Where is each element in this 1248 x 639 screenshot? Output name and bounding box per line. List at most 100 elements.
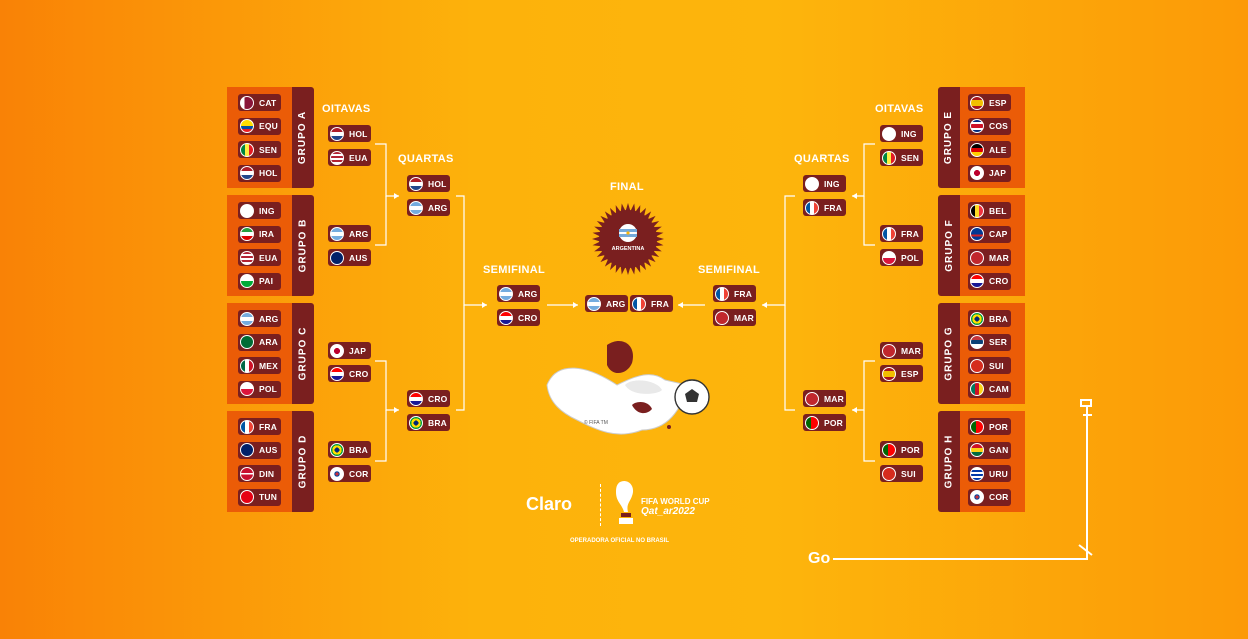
oitavas-team-pill: SUI <box>880 465 923 482</box>
group-team-pill: MAR <box>968 249 1011 267</box>
pol-flag-icon <box>882 250 896 265</box>
team-code: HOL <box>428 178 447 189</box>
group-team-pill: JAP <box>968 164 1011 182</box>
team-code: MAR <box>824 393 844 404</box>
team-code: POR <box>989 421 1009 432</box>
medal-ray <box>630 203 636 212</box>
quartas-team-pill: CRO <box>407 390 450 407</box>
team-code: COR <box>989 492 1009 503</box>
group-team-pill: BEL <box>968 202 1011 219</box>
decorative-go-text: Go <box>808 550 830 565</box>
group-team-pill: SER <box>968 333 1011 351</box>
team-code: PAI <box>259 276 274 287</box>
heading-quartas-right: QUARTAS <box>794 153 850 165</box>
team-code: CRO <box>518 312 538 323</box>
fra-flag-icon <box>240 419 254 434</box>
group-team-pill: SEN <box>238 141 281 159</box>
aus-flag-icon <box>330 250 344 265</box>
world-cup-trophy-icon <box>616 480 634 524</box>
team-code: JAP <box>989 168 1007 179</box>
hol-flag-icon <box>330 126 344 141</box>
event-line2: Qat_ar2022 <box>641 506 695 517</box>
team-code: CRO <box>428 393 448 404</box>
group-team-pill: AUS <box>238 441 281 459</box>
semifinal-team-pill: ARG <box>497 285 540 302</box>
cos-flag-icon <box>970 119 984 134</box>
fifa-world-cup-logo: FIFA WORLD CUP Qat_ar2022 <box>641 497 710 517</box>
champion-medal <box>592 203 664 275</box>
oitavas-team-pill: MAR <box>880 342 923 359</box>
esp-flag-icon <box>970 95 984 110</box>
heading-oitavas-left: OITAVAS <box>322 103 371 115</box>
team-code: CRO <box>349 368 369 379</box>
cat-flag-icon <box>240 95 254 110</box>
quartas-team-pill: POR <box>803 414 846 431</box>
group-team-pill: ARA <box>238 333 281 351</box>
semifinal-team-pill: FRA <box>713 285 756 302</box>
team-code: ARG <box>606 298 626 309</box>
team-code: ARG <box>428 202 448 213</box>
group-team-pill: CAT <box>238 94 281 111</box>
group-label-text: GRUPO E <box>943 110 955 165</box>
heading-oitavas-right: OITAVAS <box>875 103 924 115</box>
team-code: POL <box>259 384 278 395</box>
aus-flag-icon <box>240 443 254 458</box>
medal-ray <box>625 203 631 212</box>
group-team-pill: IRA <box>238 225 281 243</box>
team-code: COS <box>989 121 1009 132</box>
team-code: ESP <box>901 368 919 379</box>
bra-flag-icon <box>409 415 423 430</box>
arg-flag-icon <box>409 200 423 215</box>
ing-flag-icon <box>240 203 254 218</box>
group-label-text: GRUPO B <box>297 218 309 273</box>
team-code: ARG <box>349 228 369 239</box>
team-code: CRO <box>989 276 1009 287</box>
oitavas-team-pill: ARG <box>328 225 371 242</box>
group-team-pill: HOL <box>238 164 281 182</box>
team-code: DIN <box>259 468 275 479</box>
uru-flag-icon <box>970 466 984 481</box>
mar-flag-icon <box>715 310 729 325</box>
heading-quartas-left: QUARTAS <box>398 153 454 165</box>
team-code: CAT <box>259 97 277 108</box>
group-team-pill: ESP <box>968 94 1011 111</box>
quartas-team-pill: FRA <box>803 199 846 216</box>
group-team-pill: EUA <box>238 249 281 267</box>
group-team-pill: CRO <box>968 272 1011 290</box>
oitavas-team-pill: ING <box>880 125 923 142</box>
medal-ray <box>592 231 601 237</box>
bel-flag-icon <box>970 203 984 218</box>
group-label-text: GRUPO C <box>297 326 309 381</box>
team-code: POR <box>901 444 921 455</box>
team-code: MAR <box>989 252 1009 263</box>
decorative-corner-line: Go <box>808 399 1093 565</box>
team-code: BRA <box>428 417 448 428</box>
sen-flag-icon <box>240 142 254 157</box>
sen-flag-icon <box>882 150 896 165</box>
eua-flag-icon <box>240 250 254 265</box>
fra-flag-icon <box>632 296 646 311</box>
team-code: ARG <box>259 313 279 324</box>
oitavas-team-pill: EUA <box>328 149 371 166</box>
mex-flag-icon <box>240 358 254 373</box>
group-label: GRUPO C <box>292 303 314 404</box>
medal-ray <box>592 236 601 242</box>
group-team-pill: PAI <box>238 272 281 290</box>
por-flag-icon <box>805 415 819 430</box>
group-team-pill: ALE <box>968 141 1011 159</box>
group-label-text: GRUPO H <box>943 434 955 489</box>
oitavas-team-pill: SEN <box>880 149 923 166</box>
fra-flag-icon <box>805 200 819 215</box>
team-code: FRA <box>259 421 278 432</box>
group-label-text: GRUPO G <box>943 326 955 381</box>
team-code: BRA <box>989 313 1009 324</box>
din-flag-icon <box>240 466 254 481</box>
team-code: MAR <box>901 345 921 356</box>
oitavas-team-pill: FRA <box>880 225 923 242</box>
cor-flag-icon <box>970 490 984 505</box>
team-code: FRA <box>734 288 753 299</box>
esp-flag-icon <box>882 366 896 381</box>
medal-ray <box>620 203 626 212</box>
oitavas-team-pill: COR <box>328 465 371 482</box>
jap-flag-icon <box>330 343 344 358</box>
